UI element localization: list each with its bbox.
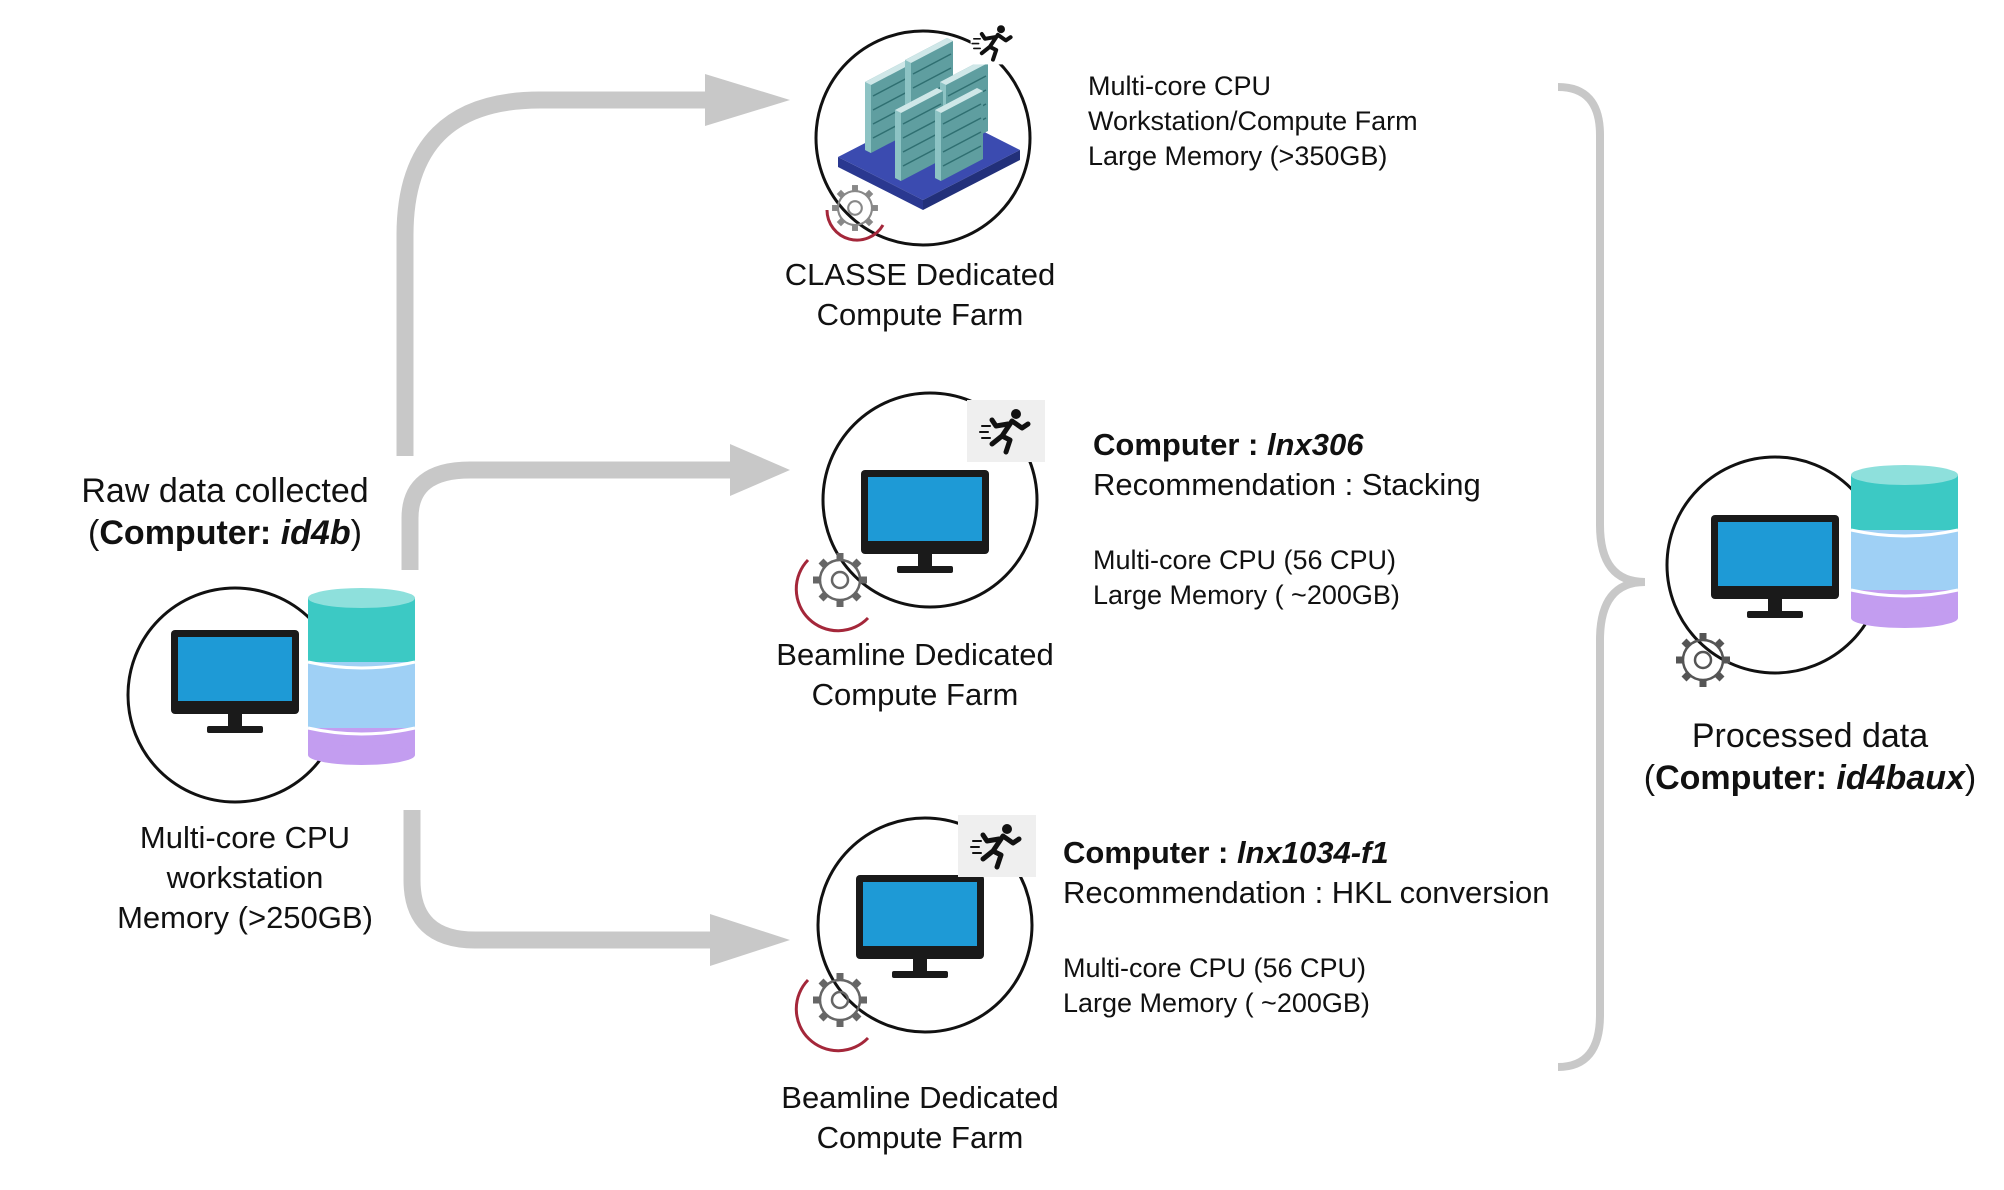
classe-specs: Multi-core CPU Workstation/Compute Farm … — [1088, 71, 1418, 171]
arrow-to-classe — [396, 91, 710, 456]
source-database-icon — [307, 588, 416, 765]
beamline-1-computer-label: Computer : — [1093, 427, 1267, 462]
beamline-2-caption: Beamline Dedicated Compute Farm — [781, 1080, 1059, 1155]
output-title: Processed data (Computer: id4baux) — [1643, 717, 1977, 797]
source-node — [126, 586, 416, 804]
source-specs: Multi-core CPU workstation Memory (>250G… — [117, 820, 373, 935]
beamline-1-specs: Multi-core CPU (56 CPU) Large Memory ( ~… — [1093, 545, 1400, 610]
output-computer-name: id4baux — [1836, 759, 1965, 797]
source-title: Raw data collected (Computer: id4b) — [81, 472, 369, 552]
arrow-head-beamline-1 — [730, 444, 790, 496]
source-computer-label: Computer: — [99, 514, 281, 552]
beamline-1-caption: Beamline Dedicated Compute Farm — [776, 637, 1054, 712]
arrow-head-beamline-2 — [710, 914, 790, 966]
classe-caption: CLASSE Dedicated Compute Farm — [784, 257, 1056, 332]
beamline-2-computer-label: Computer : — [1063, 835, 1237, 870]
beamline-1-info: Computer : lnx306 Recommendation : Stack… — [1093, 425, 1481, 505]
arrow-head-classe — [705, 74, 790, 126]
beamline-2-node — [794, 815, 1036, 1053]
classe-node — [814, 19, 1032, 247]
beamline-1-computer-name: lnx306 — [1266, 427, 1364, 462]
beamline-1-node — [794, 391, 1045, 633]
classe-runner-icon — [971, 19, 1016, 65]
output-node — [1665, 455, 1959, 687]
source-computer-name: id4b — [280, 514, 351, 552]
arrow-to-beamline-2 — [403, 810, 715, 949]
beamline-2-recommendation: Recommendation : HKL conversion — [1063, 875, 1550, 910]
source-title-line: Raw data collected — [81, 472, 369, 510]
output-database-icon — [1850, 465, 1959, 628]
server-farm-icon — [838, 37, 1020, 210]
beamline-2-computer-name: lnx1034-f1 — [1236, 835, 1389, 870]
beamline-1-recommendation: Recommendation : Stacking — [1093, 467, 1481, 502]
output-computer-label: Computer: — [1655, 759, 1837, 797]
merge-brace — [1557, 83, 1646, 1071]
output-title-line: Processed data — [1691, 717, 1929, 755]
arrow-to-beamline-1 — [401, 461, 735, 570]
beamline-2-info: Computer : lnx1034-f1 Recommendation : H… — [1063, 833, 1549, 913]
beamline-2-specs: Multi-core CPU (56 CPU) Large Memory ( ~… — [1063, 953, 1370, 1018]
